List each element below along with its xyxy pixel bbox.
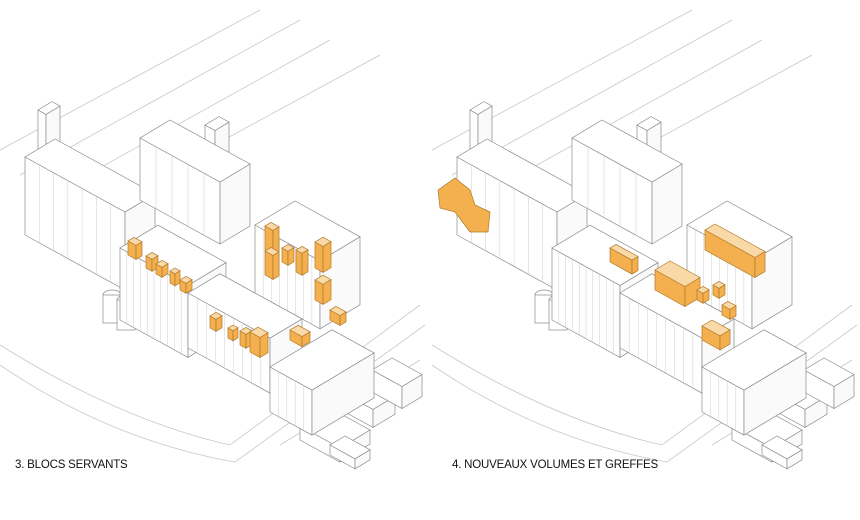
roof bbox=[264, 246, 280, 256]
new-volume bbox=[609, 243, 639, 275]
street-line bbox=[491, 39, 763, 191]
block-small bbox=[371, 357, 423, 410]
side-face bbox=[272, 251, 280, 281]
service-block bbox=[155, 259, 169, 278]
roof bbox=[329, 435, 371, 460]
new-volume bbox=[712, 280, 726, 299]
roof bbox=[281, 243, 295, 252]
roof bbox=[145, 251, 159, 260]
roof bbox=[721, 300, 737, 310]
street-curve bbox=[0, 324, 426, 463]
roof bbox=[696, 285, 710, 294]
service-block bbox=[281, 243, 295, 266]
panel-blocs-servants bbox=[0, 9, 426, 470]
roof bbox=[227, 324, 239, 332]
roof bbox=[371, 357, 423, 387]
roof bbox=[761, 435, 803, 460]
roof bbox=[704, 223, 766, 258]
service-block bbox=[264, 246, 280, 281]
roof bbox=[289, 324, 311, 338]
roof bbox=[179, 275, 193, 284]
roof bbox=[37, 101, 61, 115]
roof bbox=[155, 259, 169, 268]
panel-nouveaux-volumes bbox=[431, 9, 858, 470]
front-face bbox=[314, 241, 324, 273]
service-block bbox=[295, 245, 309, 276]
service-block bbox=[145, 251, 159, 272]
roof bbox=[139, 119, 251, 183]
side-face bbox=[301, 249, 309, 276]
roof bbox=[314, 236, 332, 247]
service-block bbox=[249, 326, 269, 359]
service-block bbox=[314, 274, 332, 306]
service-block bbox=[169, 267, 181, 287]
service-block bbox=[289, 324, 311, 348]
block-small bbox=[803, 357, 855, 410]
new-volume bbox=[654, 260, 701, 308]
silo-block bbox=[571, 119, 683, 245]
roof bbox=[295, 245, 309, 254]
service-block bbox=[209, 311, 223, 332]
service-block bbox=[227, 324, 239, 342]
graft-curved-volume bbox=[437, 177, 491, 233]
roof bbox=[209, 311, 223, 320]
roof bbox=[469, 101, 493, 115]
roof bbox=[712, 280, 726, 289]
new-volume bbox=[704, 223, 766, 279]
street-line bbox=[59, 39, 331, 191]
roof bbox=[701, 319, 731, 337]
roof bbox=[127, 236, 143, 246]
roof bbox=[609, 243, 639, 261]
service-block bbox=[314, 236, 332, 274]
roof bbox=[314, 274, 332, 285]
roof bbox=[329, 305, 347, 316]
silo-block bbox=[24, 138, 156, 291]
new-volume bbox=[721, 300, 737, 321]
roof bbox=[701, 329, 807, 391]
front-face bbox=[295, 249, 303, 276]
service-block bbox=[329, 305, 347, 327]
corner-building bbox=[269, 329, 375, 436]
block-small bbox=[329, 435, 371, 470]
front-face bbox=[264, 250, 274, 280]
roof bbox=[803, 357, 855, 387]
roof bbox=[264, 221, 280, 231]
side-face bbox=[322, 240, 332, 274]
roof bbox=[654, 260, 701, 287]
street-curve bbox=[431, 324, 858, 463]
corner-building bbox=[701, 329, 807, 436]
silo-block bbox=[139, 119, 251, 245]
caption-blocs-servants: 3. BLOCS SERVANTS bbox=[15, 459, 128, 471]
roof bbox=[571, 119, 683, 183]
new-volume bbox=[701, 319, 731, 351]
service-block bbox=[179, 275, 193, 294]
new-volume bbox=[696, 285, 710, 304]
roof bbox=[249, 326, 269, 338]
roof bbox=[636, 116, 662, 131]
roof bbox=[269, 329, 375, 391]
caption-nouveaux-volumes: 4. NOUVEAUX VOLUMES ET GREFFES bbox=[452, 459, 658, 471]
service-block bbox=[127, 236, 143, 261]
block-small bbox=[761, 435, 803, 470]
roof bbox=[169, 267, 181, 275]
roof bbox=[204, 116, 230, 131]
street-curve bbox=[431, 304, 853, 446]
street-curve bbox=[0, 304, 421, 446]
